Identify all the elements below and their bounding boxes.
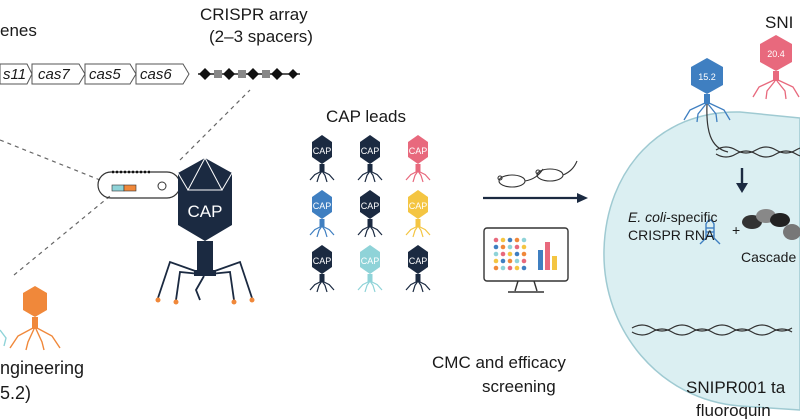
rna-label-line2: CRISPR RNA xyxy=(628,227,715,243)
screen-dot xyxy=(514,237,520,243)
plasmid-icon xyxy=(97,170,181,199)
gene-arrow-cas6 xyxy=(135,63,190,85)
cap-lead-label: CAP xyxy=(361,256,380,266)
cap-lead-phage: CAP xyxy=(309,135,335,183)
screen-dot xyxy=(521,265,527,271)
screen-dot xyxy=(514,265,520,271)
cap-lead-label: CAP xyxy=(361,146,380,156)
cap-phage-main: CAP xyxy=(97,156,255,305)
cap-lead-phage: CAP xyxy=(357,190,383,238)
cap-lead-phage: CAP xyxy=(357,245,383,293)
cap-leads-heading: CAP leads xyxy=(326,107,406,126)
screen-dot xyxy=(493,237,499,243)
cascade-complex-icon xyxy=(742,209,800,240)
engineering-subheading: 5.2) xyxy=(0,383,31,403)
crispr-array-diagram xyxy=(198,68,300,80)
screen-dot xyxy=(500,237,506,243)
gene-arrow-row xyxy=(0,63,190,85)
screen-dot xyxy=(500,265,506,271)
engineering-heading: ngineering xyxy=(0,358,84,378)
screen-dot xyxy=(521,251,527,257)
gene-label-cas6: cas6 xyxy=(140,66,172,83)
mice-icon xyxy=(497,160,578,188)
cascade-label: Cascade xyxy=(741,249,796,265)
cap-leads-grid: CAP CAP CAP CAP CAP CAP CAP CAP CAP xyxy=(309,135,431,293)
cap-lead-phage: CAP xyxy=(405,190,431,238)
screen-dot xyxy=(493,265,499,271)
crispr-rna-icon xyxy=(699,219,721,245)
screen-dot xyxy=(507,244,513,250)
screen-dot xyxy=(507,237,513,243)
cap-lead-label: CAP xyxy=(361,201,380,211)
bottom-right-heading-line2: fluoroquin xyxy=(696,401,771,419)
gene-label-s11: s11 xyxy=(3,66,26,83)
gene-label-cas7: cas7 xyxy=(38,66,70,83)
pink-phage-label: 20.4 xyxy=(767,49,785,59)
bottom-right-heading-line1: SNIPR001 ta xyxy=(686,378,786,397)
rna-label-italic: E. coli xyxy=(628,209,667,225)
cap-lead-phage: CAP xyxy=(309,190,335,238)
cap-lead-label: CAP xyxy=(409,146,428,156)
bacterial-cell: + E. coli-specific CRISPR RNA Cascade xyxy=(603,103,800,411)
screen-dot xyxy=(507,258,513,264)
screen-dot xyxy=(514,251,520,257)
orange-phage-engineering xyxy=(0,286,61,351)
crispr-array-subtitle: (2–3 spacers) xyxy=(209,27,313,46)
cap-lead-phage: CAP xyxy=(405,135,431,183)
cmc-heading-line2: screening xyxy=(482,377,556,396)
screen-dot xyxy=(493,258,499,264)
screen-dot xyxy=(500,251,506,257)
gene-arrow-cas7 xyxy=(31,63,86,85)
cap-lead-label: CAP xyxy=(409,201,428,211)
cap-lead-phage: CAP xyxy=(405,245,431,293)
plus-sign: + xyxy=(732,222,740,238)
screen-dot xyxy=(500,244,506,250)
screen-dot xyxy=(521,237,527,243)
genes-heading: enes xyxy=(0,21,37,40)
snipr-heading: SNI xyxy=(765,13,793,32)
screen-dot xyxy=(500,258,506,264)
screen-dot xyxy=(521,244,527,250)
cmc-heading-line1: CMC and efficacy xyxy=(432,353,566,372)
screen-dot xyxy=(493,244,499,250)
monitor-icon xyxy=(483,227,569,293)
cap-lead-label: CAP xyxy=(313,201,332,211)
cap-lead-phage: CAP xyxy=(357,135,383,183)
screen-dot xyxy=(514,258,520,264)
cap-lead-phage: CAP xyxy=(309,245,335,293)
screen-dot xyxy=(507,251,513,257)
gene-arrow-s11 xyxy=(0,63,33,85)
blue-phage-15-2: 15.2 xyxy=(683,58,731,123)
blue-phage-label: 15.2 xyxy=(698,72,716,82)
screening-arrow xyxy=(483,193,588,203)
crispr-array-title: CRISPR array xyxy=(200,5,308,24)
cap-lead-label: CAP xyxy=(313,256,332,266)
screen-dot xyxy=(521,258,527,264)
screen-dot xyxy=(507,265,513,271)
screen-dot xyxy=(493,251,499,257)
rna-label-rest: -specific xyxy=(666,209,717,225)
cap-phage-main-label: CAP xyxy=(188,202,223,221)
pink-phage-20-4: 20.4 xyxy=(752,35,800,100)
gene-label-cas5: cas5 xyxy=(89,66,121,83)
cap-lead-label: CAP xyxy=(409,256,428,266)
rna-label-line1: E. coli-specific xyxy=(628,209,717,225)
cap-lead-label: CAP xyxy=(313,146,332,156)
gene-arrow-cas5 xyxy=(84,63,137,85)
screen-dot xyxy=(514,244,520,250)
zoom-dashed-lines xyxy=(0,89,251,276)
